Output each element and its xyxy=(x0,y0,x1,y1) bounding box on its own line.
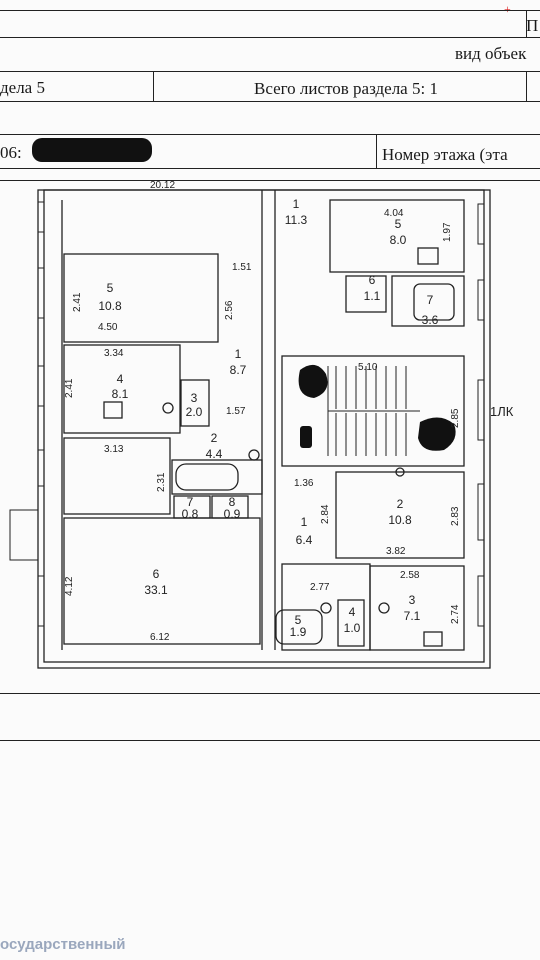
room-area: 6.4 xyxy=(296,533,313,547)
dimension-label: 4.12 xyxy=(64,576,75,596)
room-number: 1 xyxy=(293,197,300,211)
scan-top-edge xyxy=(0,0,540,10)
room-number: 1 xyxy=(301,515,308,529)
form-vline-3 xyxy=(526,71,527,101)
dimension-label: 1.36 xyxy=(294,478,314,489)
room-area: 4.4 xyxy=(206,447,223,461)
form-vline-1 xyxy=(526,10,527,37)
form-line-4 xyxy=(0,101,540,102)
room-area: 0.9 xyxy=(224,507,241,521)
form-line-5 xyxy=(0,134,540,135)
room-left-3 xyxy=(180,379,210,427)
room-area: 0.8 xyxy=(182,507,199,521)
dimension-label: 2.41 xyxy=(72,292,83,312)
stamp-text: осударственный xyxy=(0,936,126,953)
object-type-label: вид объек xyxy=(455,44,527,63)
room-right-3 xyxy=(369,565,465,651)
room-number: 6 xyxy=(369,273,376,287)
room-area: 11.3 xyxy=(285,213,308,227)
room-number: 5 xyxy=(295,613,302,627)
corner-text: П xyxy=(526,16,539,35)
room-area: 10.8 xyxy=(98,299,122,313)
dimension-label: 3.34 xyxy=(104,348,124,359)
room-area: 1.0 xyxy=(344,621,361,635)
form-line-3 xyxy=(0,71,540,72)
dimension-label: 20.12 xyxy=(150,180,175,191)
room-number: 2 xyxy=(397,497,404,511)
room-right-5 xyxy=(329,199,465,273)
room-right-2 xyxy=(335,471,465,559)
room-number: 3 xyxy=(409,593,416,607)
form-line-1 xyxy=(0,10,540,11)
dimension-label: 3.13 xyxy=(104,444,124,455)
room-number: 5 xyxy=(395,217,402,231)
room-number: 7 xyxy=(187,495,194,509)
form-line-9 xyxy=(0,740,540,741)
stair-label: 1ЛК xyxy=(490,404,514,419)
dimension-label: 2.58 xyxy=(400,570,420,581)
room-number: 8 xyxy=(229,495,236,509)
room-left-kitchen xyxy=(63,437,171,515)
room-right-6 xyxy=(345,275,387,313)
room-right-4 xyxy=(337,599,365,647)
room-left-4 xyxy=(63,344,181,434)
dimension-label: 2.56 xyxy=(224,300,235,320)
dimension-label: 2.74 xyxy=(450,604,461,624)
section-label: дела 5 xyxy=(0,78,45,97)
red-mark: + xyxy=(504,2,511,16)
room-number: 6 xyxy=(153,567,160,581)
room-left-5 xyxy=(63,253,219,343)
dimension-label: 2.41 xyxy=(64,378,75,398)
room-number: 1 xyxy=(235,347,242,361)
cadastral-prefix: 06: xyxy=(0,143,22,162)
form-line-8 xyxy=(0,693,540,694)
room-left-2 xyxy=(171,459,263,495)
room-area: 2.0 xyxy=(186,405,203,419)
room-number: 4 xyxy=(349,605,356,619)
dimension-label: 2.85 xyxy=(450,408,461,428)
room-area: 33.1 xyxy=(144,583,168,597)
dimension-label: 6.12 xyxy=(150,632,170,643)
room-area: 10.8 xyxy=(388,513,412,527)
stairwell xyxy=(281,355,465,467)
dimension-label: 2.31 xyxy=(156,472,167,492)
room-area: 3.6 xyxy=(422,313,439,327)
dimension-label: 1.57 xyxy=(226,406,246,417)
form-line-6 xyxy=(0,168,540,169)
dimension-label: 5.10 xyxy=(358,362,378,373)
floor-plan: 510.8 48.1 32.0 18.7 24.4 70.8 80.9 633.… xyxy=(9,180,514,669)
room-number: 5 xyxy=(107,281,114,295)
dimension-label: 3.82 xyxy=(386,546,406,557)
room-number: 4 xyxy=(117,372,124,386)
dimension-label: 2.77 xyxy=(310,582,330,593)
room-area: 8.0 xyxy=(390,233,407,247)
room-right-7 xyxy=(391,275,465,327)
dimension-label: 1.51 xyxy=(232,262,252,273)
dimension-label: 2.83 xyxy=(450,506,461,526)
form-vline-2 xyxy=(153,71,154,101)
form-line-2 xyxy=(0,37,540,38)
room-area: 1.9 xyxy=(290,625,307,639)
dimension-label: 4.50 xyxy=(98,322,118,333)
room-area: 8.7 xyxy=(230,363,247,377)
room-number: 2 xyxy=(211,431,218,445)
room-area: 7.1 xyxy=(404,609,421,623)
floor-number-label: Номер этажа (эта xyxy=(382,145,508,164)
room-area: 1.1 xyxy=(364,289,381,303)
room-left-6 xyxy=(63,517,261,645)
dimension-label: 4.04 xyxy=(384,208,404,219)
total-sheets-label: Всего листов раздела 5: 1 xyxy=(254,79,438,98)
redaction-marks xyxy=(298,364,456,451)
room-number: 7 xyxy=(427,293,434,307)
form-line-7 xyxy=(0,180,540,181)
dimension-label: 2.84 xyxy=(320,504,331,524)
room-area: 8.1 xyxy=(112,387,129,401)
form-vline-4 xyxy=(376,134,377,168)
redaction-bar xyxy=(32,138,152,162)
dimension-label: 1.97 xyxy=(442,222,453,242)
room-number: 3 xyxy=(191,391,198,405)
